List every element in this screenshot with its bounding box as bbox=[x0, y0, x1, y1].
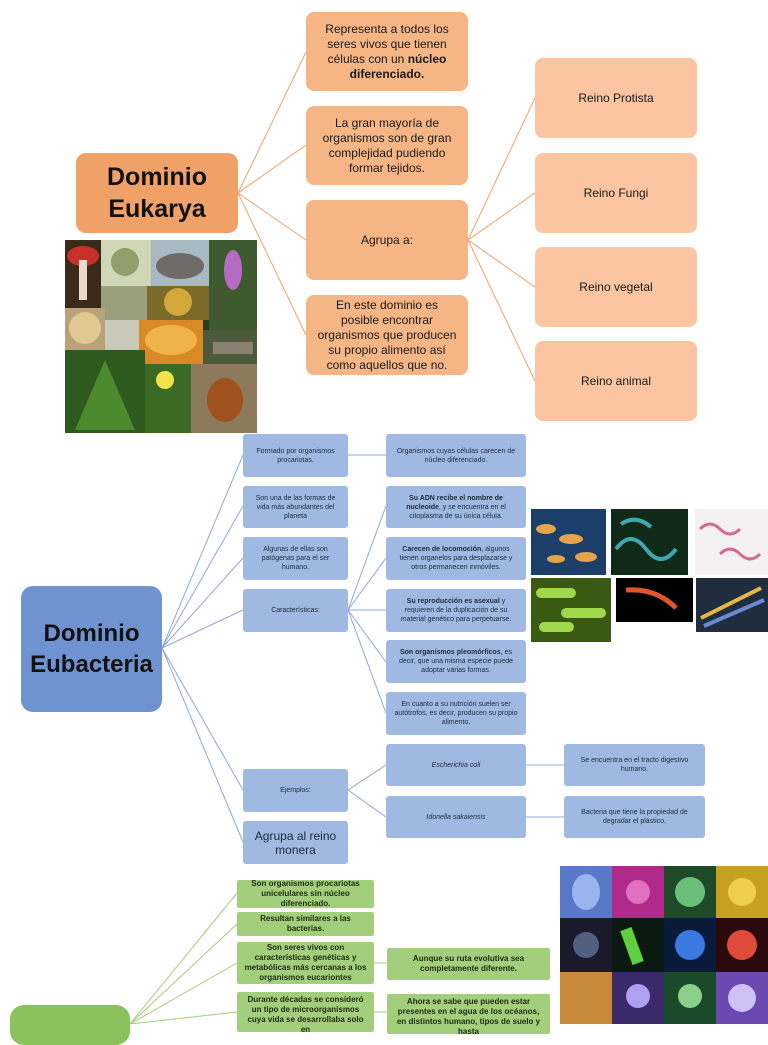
feature-nutricion: En cuanto a su nutrición suelen ser autó… bbox=[386, 692, 526, 735]
kingdom-protista: Reino Protista bbox=[535, 58, 697, 138]
kingdom-fungi: Reino Fungi bbox=[535, 153, 697, 233]
feature-pleomorficos: Son organismos pleomórficos, es decir, q… bbox=[386, 640, 526, 683]
eubacteria-procariotas: Formado por organismos procariotas. bbox=[243, 434, 348, 477]
kingdom-vegetal: Reino vegetal bbox=[535, 247, 697, 327]
bacteria-image-6 bbox=[696, 578, 768, 632]
example-idonella-info: Bacteria que tiene la propiedad de degra… bbox=[564, 796, 705, 838]
eukarya-complexity: La gran mayoría de organismos son de gra… bbox=[306, 106, 468, 185]
feature-nucleoide: Su ADN recibe el nombre de nucleoide, y … bbox=[386, 486, 526, 528]
archaea-title-box bbox=[10, 1005, 130, 1045]
eukarya-collage-image bbox=[65, 240, 257, 433]
bacteria-image-4 bbox=[531, 578, 611, 642]
bacteria-image-1 bbox=[531, 509, 606, 575]
example-idonella: Idonella sakaiensis bbox=[386, 796, 526, 838]
eubacteria-title: Dominio Eubacteria bbox=[21, 586, 162, 712]
eukarya-description: Representa a todos los seres vivos que t… bbox=[306, 12, 468, 91]
eukarya-title: Dominio Eukarya bbox=[76, 153, 238, 233]
feature-locomocion: Carecen de locomoción, algunos tienen or… bbox=[386, 537, 526, 580]
archaea-ruta: Aunque su ruta evolutiva sea completamen… bbox=[387, 948, 550, 980]
eubacteria-agrupa: Agrupa al reino monera bbox=[243, 821, 348, 864]
archaea-collage-image bbox=[560, 866, 768, 1024]
collage-art bbox=[65, 240, 257, 433]
archaea-procariotas: Son organismos procariotas unicelulares … bbox=[237, 879, 374, 908]
eubacteria-abundantes: Son una de las formas de vida más abunda… bbox=[243, 486, 348, 528]
archaea-caracteristicas: Son seres vivos con características gené… bbox=[237, 942, 374, 984]
archaea-similares: Resultan similares a las bacterias. bbox=[237, 912, 374, 936]
desc-text: Representa a todos los seres vivos que t… bbox=[325, 21, 449, 66]
archaea-decadas: Durante décadas se consideró un tipo de … bbox=[237, 992, 374, 1034]
eukarya-agrupa: Agrupa a: bbox=[306, 200, 468, 280]
example-ecoli: Escherichia coli bbox=[386, 744, 526, 786]
bacteria-image-3 bbox=[695, 509, 768, 575]
connector-lines bbox=[129, 51, 564, 1024]
eukarya-food: En este dominio es posible encontrar org… bbox=[306, 295, 468, 375]
bacteria-image-2 bbox=[611, 509, 688, 575]
kingdom-animal: Reino animal bbox=[535, 341, 697, 421]
eubacteria-nucleo: Organismos cuyas células carecen de núcl… bbox=[386, 434, 526, 477]
eubacteria-caracteristicas: Características: bbox=[243, 589, 348, 632]
eubacteria-ejemplos: Ejemplos: bbox=[243, 769, 348, 812]
archaea-oceanos: Ahora se sabe que pueden estar presentes… bbox=[387, 994, 550, 1036]
example-ecoli-info: Se encuentra en el tracto digestivo huma… bbox=[564, 744, 705, 786]
eubacteria-patogenas: Algunas de ellas son patógenas para el s… bbox=[243, 537, 348, 580]
desc-bold: núcleo diferenciado. bbox=[349, 51, 447, 81]
bacteria-image-5 bbox=[616, 578, 693, 622]
feature-reproduccion: Su reproducción es asexual y requieren d… bbox=[386, 589, 526, 632]
